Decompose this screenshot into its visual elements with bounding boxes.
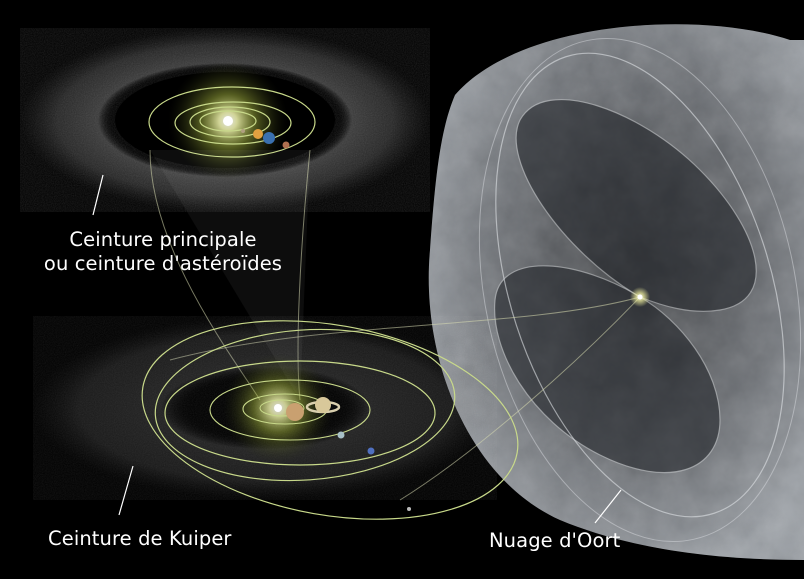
venus-icon — [253, 129, 263, 139]
neptune-icon — [367, 447, 375, 455]
asteroid-belt-label-line1: Ceinture principale — [69, 228, 257, 251]
jupiter-icon — [286, 403, 304, 421]
sun-icon-kuiper — [274, 404, 282, 412]
kuiper-belt-view — [33, 316, 519, 520]
earth-icon — [263, 132, 275, 144]
sun-icon — [223, 116, 233, 126]
kuiper-belt-pointer — [118, 465, 134, 516]
oort-cloud — [428, 24, 804, 561]
oort-cloud-pointer — [594, 489, 622, 524]
asteroid-belt-pointer — [92, 174, 104, 216]
oort-cloud-label: Nuage d'Oort — [489, 529, 621, 552]
uranus-icon — [337, 431, 345, 439]
label-pointers — [92, 174, 622, 524]
pluto-icon — [407, 507, 411, 511]
saturn-icon — [315, 397, 331, 413]
asteroid-belt-label: Ceinture principale ou ceinture d'astéro… — [28, 228, 298, 276]
sun-icon-oort — [637, 294, 643, 300]
mars-icon — [282, 141, 290, 149]
asteroid-belt-label-line2: ou ceinture d'astéroïdes — [43, 252, 283, 275]
kuiper-belt-label: Ceinture de Kuiper — [48, 527, 232, 550]
mercury-icon — [241, 129, 245, 133]
asteroid-belt-view — [20, 28, 430, 212]
